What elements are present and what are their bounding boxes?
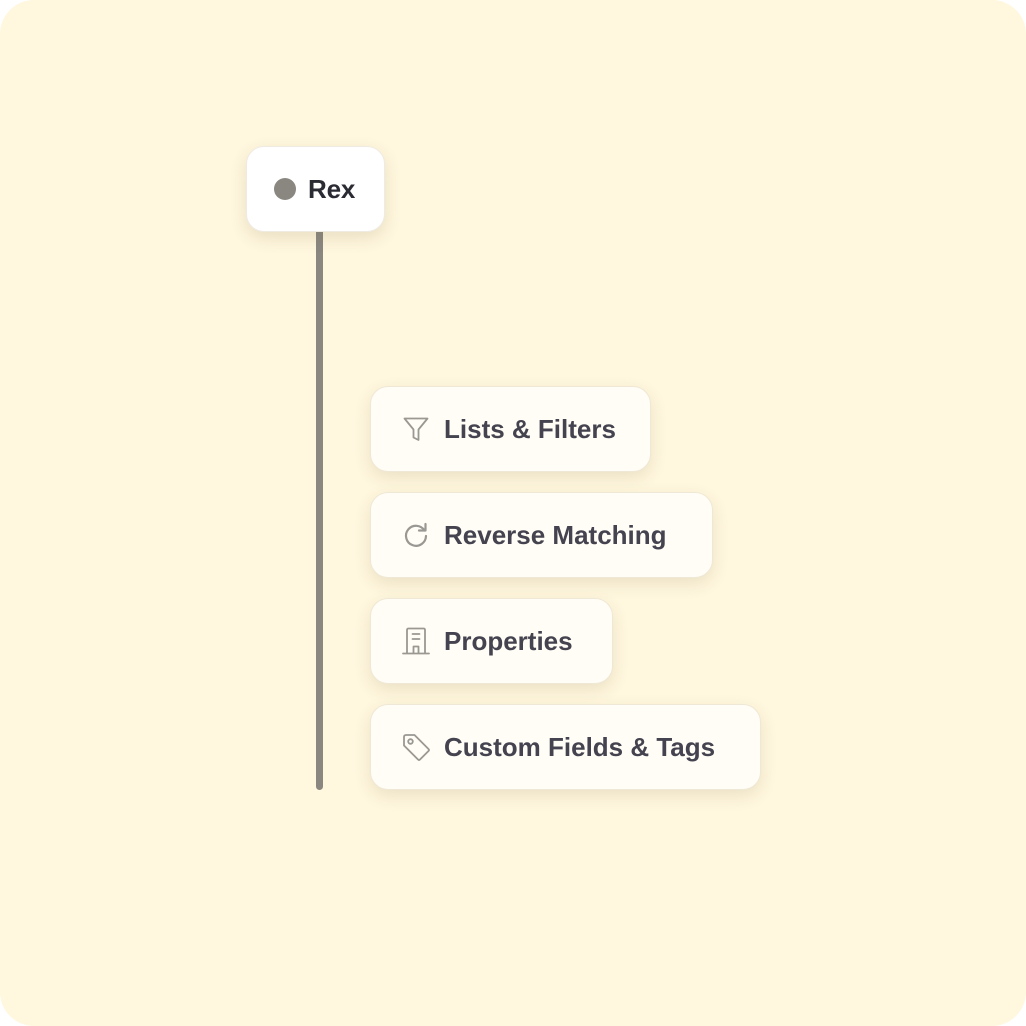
refresh-icon xyxy=(401,520,431,550)
item-custom-fields-tags[interactable]: Custom Fields & Tags xyxy=(370,704,761,790)
funnel-icon xyxy=(401,414,431,444)
building-icon xyxy=(401,626,431,656)
tag-icon xyxy=(401,732,431,762)
item-label: Reverse Matching xyxy=(444,519,667,550)
root-node[interactable]: Rex xyxy=(246,146,385,232)
item-properties[interactable]: Properties xyxy=(370,598,613,684)
item-label: Lists & Filters xyxy=(444,413,616,444)
root-node-label: Rex xyxy=(308,173,356,204)
item-reverse-matching[interactable]: Reverse Matching xyxy=(370,492,713,578)
connector-line xyxy=(316,232,323,790)
item-lists-filters[interactable]: Lists & Filters xyxy=(370,386,651,472)
item-label: Custom Fields & Tags xyxy=(444,731,716,762)
item-label: Properties xyxy=(444,625,573,656)
status-dot xyxy=(274,178,296,200)
